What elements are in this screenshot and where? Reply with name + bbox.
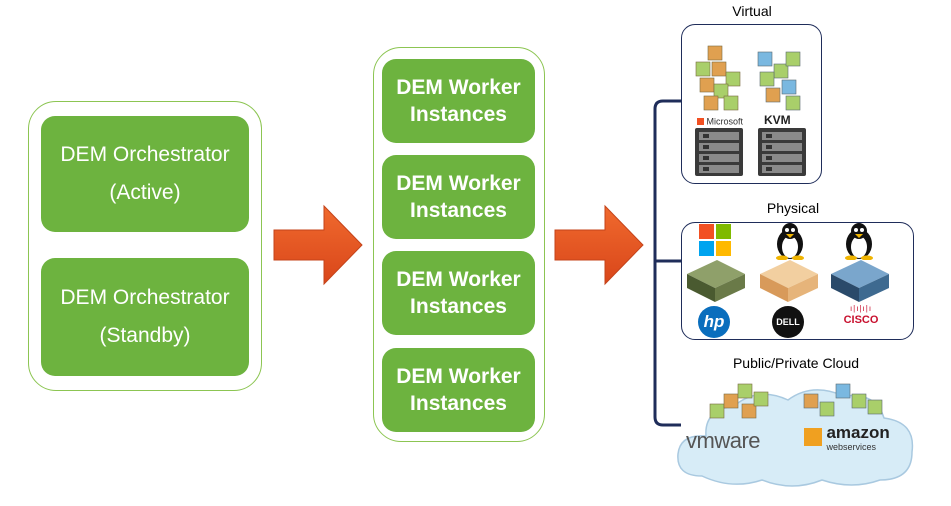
- target-bracket: [653, 99, 681, 427]
- linux-tux-icon: [845, 223, 873, 260]
- virtual-title: Virtual: [732, 3, 772, 19]
- kvm-logo: KVM: [764, 113, 791, 127]
- vmware-logo: vmware: [686, 428, 761, 454]
- amazon-logo: amazon webservices: [804, 424, 890, 452]
- worker-box-3: DEM Worker Instances: [382, 251, 535, 335]
- orchestrator-active-status: (Active): [109, 181, 181, 204]
- cloud-title: Public/Private Cloud: [732, 355, 860, 371]
- worker-3-sublabel: Instances: [410, 295, 507, 318]
- orchestrator-active-box: DEM Orchestrator (Active): [41, 116, 249, 232]
- cisco-bars-icon: ı|ı|ı|ı: [849, 304, 873, 313]
- vm-cluster-icon: [709, 383, 769, 419]
- cisco-logo: ı|ı|ı|ı CISCO: [836, 304, 886, 326]
- amazon-logo-text: amazon: [826, 423, 890, 442]
- linux-tux-icon: [776, 223, 804, 260]
- microsoft-logo-text: Microsoft: [706, 116, 744, 127]
- vm-cluster-icon: [757, 51, 801, 111]
- vmware-logo-text: vmware: [686, 428, 761, 453]
- microsoft-logo: Microsoft: [697, 116, 743, 127]
- worker-box-2: DEM Worker Instances: [382, 155, 535, 239]
- server-box-icon: [831, 260, 889, 302]
- worker-1-label: DEM Worker: [396, 76, 521, 99]
- server-box-icon: [760, 260, 818, 302]
- aws-sub-text: webservices: [826, 442, 876, 452]
- orchestrator-standby-label: DEM Orchestrator: [60, 286, 230, 309]
- server-rack-icon: [758, 128, 806, 176]
- server-box-icon: [687, 260, 745, 302]
- physical-title: Physical: [766, 200, 820, 216]
- vm-cluster-icon: [803, 383, 883, 417]
- kvm-logo-text: KVM: [764, 113, 791, 127]
- vm-cluster-icon: [695, 45, 741, 111]
- cloud-icon: [677, 389, 914, 487]
- cisco-logo-text: CISCO: [843, 314, 879, 326]
- worker-4-label: DEM Worker: [396, 365, 521, 388]
- hp-logo-text: hp: [703, 312, 725, 331]
- dell-logo-text: DELL: [776, 317, 800, 327]
- worker-4-sublabel: Instances: [410, 392, 507, 415]
- hp-logo: hp: [698, 306, 730, 338]
- orchestrator-standby-status: (Standby): [99, 324, 191, 347]
- worker-box-4: DEM Worker Instances: [382, 348, 535, 432]
- flow-arrow-1: [273, 204, 363, 286]
- worker-box-1: DEM Worker Instances: [382, 59, 535, 143]
- worker-2-label: DEM Worker: [396, 172, 521, 195]
- aws-cubes-icon: [804, 428, 822, 446]
- flow-arrow-2: [554, 204, 644, 286]
- orchestrator-standby-box: DEM Orchestrator (Standby): [41, 258, 249, 376]
- worker-1-sublabel: Instances: [410, 103, 507, 126]
- server-rack-icon: [695, 128, 743, 176]
- windows-icon: [699, 224, 731, 256]
- worker-2-sublabel: Instances: [410, 199, 507, 222]
- dell-logo: DELL: [772, 306, 804, 338]
- worker-3-label: DEM Worker: [396, 268, 521, 291]
- orchestrator-active-label: DEM Orchestrator: [60, 143, 230, 166]
